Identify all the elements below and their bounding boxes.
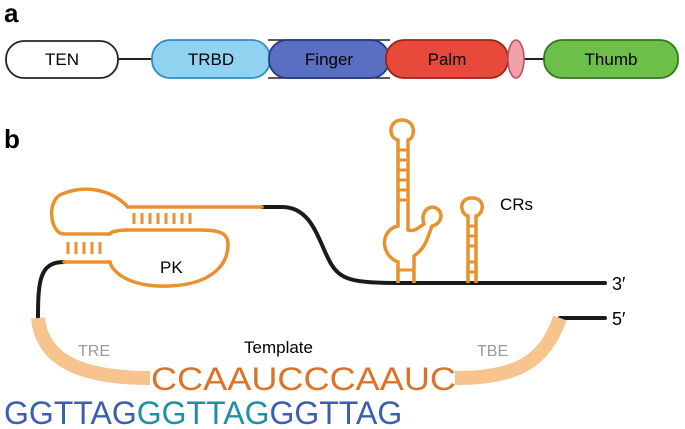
tbe-arc [454,315,567,385]
template-sequence: CCAAUCCCAAUC [151,361,456,397]
dna-repeat-1: GGTTAG [4,395,137,429]
pk-label: PK [160,258,183,277]
five-prime-label: 5′ [612,309,626,329]
svg-text:Thumb: Thumb [585,50,638,69]
tre-arc [31,316,151,385]
dna-repeat-2: GGTTAG [137,395,270,429]
domain-ten: TEN [5,40,119,79]
domain-palm: Palm [385,39,509,79]
dna-repeat-3: GGTTAG [269,395,402,429]
domain-finger: Finger [268,39,390,79]
pk-basepairs [66,213,192,254]
rna-black-strands [36,205,607,320]
domain-trbd: TRBD [151,39,271,79]
dna-sequence: GGTTAGGGTTAGGGTTAG [4,395,402,429]
domain-small-insertion [507,39,525,79]
svg-text:Palm: Palm [428,50,467,69]
domain-thumb: Thumb [543,39,679,79]
tbe-label: TBE [477,343,508,360]
cr-basepairs [398,148,476,274]
svg-text:TRBD: TRBD [188,50,234,69]
boundary-arcs [31,315,567,385]
crs-label: CRs [500,195,533,214]
svg-text:Finger: Finger [305,50,354,69]
panel-b-label: b [4,124,20,154]
three-prime-label: 3′ [612,274,626,294]
template-label: Template [244,338,313,357]
tre-label: TRE [78,343,110,360]
pseudoknot [49,187,264,288]
panel-a-label: a [4,0,19,28]
cr-stem-loops [382,118,484,283]
svg-text:TEN: TEN [45,50,79,69]
